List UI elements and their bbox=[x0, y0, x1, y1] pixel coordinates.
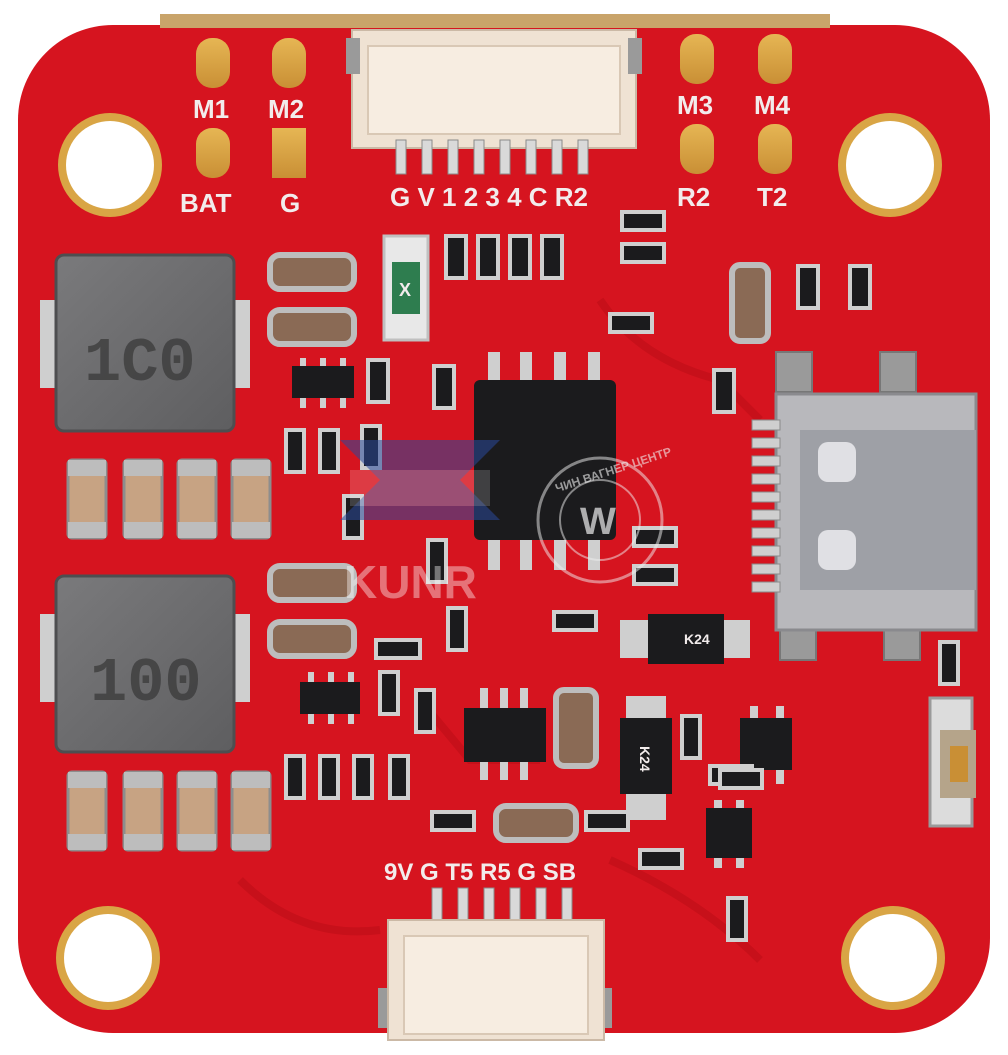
pad-label-m3: M3 bbox=[677, 90, 713, 120]
diode-marking: K24 bbox=[637, 746, 653, 772]
mounting-holes bbox=[56, 113, 945, 1010]
bottom-connector-label: 9V G T5 R5 G SB bbox=[384, 859, 576, 886]
fuse-marking: X bbox=[399, 280, 411, 300]
inductor bbox=[40, 253, 250, 433]
inductor-marking: 1C0 bbox=[84, 328, 196, 399]
watermark-center-text: W bbox=[580, 501, 616, 543]
smd-component bbox=[284, 210, 960, 942]
boot-button bbox=[928, 696, 976, 828]
diode-marking: K24 bbox=[684, 631, 710, 647]
pad-label-m1: M1 bbox=[193, 94, 229, 124]
top-connector bbox=[346, 29, 642, 175]
diode bbox=[620, 614, 750, 820]
small-chip bbox=[292, 358, 792, 868]
top-connector-label: G V 1 2 3 4 C R2 bbox=[390, 182, 588, 212]
pad-label-bat: BAT bbox=[180, 188, 232, 218]
watermark-logo-right bbox=[536, 456, 664, 584]
watermark-logo-left bbox=[340, 440, 500, 520]
solder-pads bbox=[196, 34, 792, 178]
pad-label-m2: M2 bbox=[268, 94, 304, 124]
pad-label-t2: T2 bbox=[757, 182, 787, 212]
bottom-connector bbox=[378, 887, 612, 1041]
inductor bbox=[40, 574, 250, 754]
pad-label-r2: R2 bbox=[677, 182, 710, 212]
pad-label-m4: M4 bbox=[754, 90, 791, 120]
capacitor bbox=[267, 252, 771, 843]
watermark-text-left: KUNR bbox=[344, 556, 477, 608]
usb-c-port bbox=[751, 351, 978, 661]
fuse bbox=[382, 234, 430, 342]
pad-label-g: G bbox=[280, 188, 300, 218]
inductor-marking: 100 bbox=[90, 648, 202, 719]
capacitor-bank bbox=[66, 458, 272, 852]
